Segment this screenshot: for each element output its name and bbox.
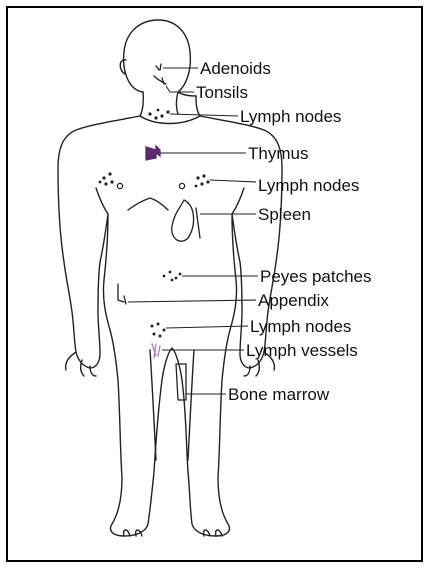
inner-leg-left [150, 350, 156, 460]
jaw-outline [178, 92, 196, 96]
tonsils-mark [154, 76, 166, 84]
right-nipple [179, 183, 184, 188]
leader-lymph-groin [166, 326, 248, 328]
label-tonsils: Tonsils [196, 83, 248, 102]
inner-leg-right [188, 350, 194, 460]
leader-lymph-neck [170, 114, 238, 116]
leader-lymph-axilla [210, 180, 256, 182]
appendix-mark [118, 284, 126, 304]
label-lymph-nodes-axilla: Lymph nodes [258, 176, 359, 195]
armpit-right [232, 188, 244, 214]
label-appendix: Appendix [258, 291, 329, 310]
labels: Adenoids Tonsils Lymph nodes Thymus Lymp… [196, 59, 372, 404]
hand-left [66, 352, 96, 376]
label-lymph-nodes-neck: Lymph nodes [240, 107, 341, 126]
label-adenoids: Adenoids [200, 59, 271, 78]
left-nipple [117, 183, 122, 188]
bone-marrow-mark [176, 364, 186, 400]
neck-lymph-node-dots [148, 109, 169, 120]
neck-outline [140, 92, 143, 116]
spleen-mark [172, 200, 194, 241]
label-spleen: Spleen [258, 205, 311, 224]
label-thymus: Thymus [248, 144, 308, 163]
lymph-vessels-mark [152, 344, 160, 358]
leader-appendix [128, 300, 256, 302]
label-lymph-nodes-groin: Lymph nodes [250, 317, 351, 336]
label-bone-marrow: Bone marrow [228, 385, 330, 404]
collar-line [140, 116, 200, 124]
body-outline [58, 20, 282, 536]
label-lymph-vessels: Lymph vessels [246, 341, 358, 360]
groin-node-dots [151, 323, 166, 338]
peyes-patches-dots [163, 271, 182, 282]
label-peyes-patches: Peyes patches [260, 267, 372, 286]
chest-line [128, 198, 168, 210]
adenoids-mark [156, 64, 161, 70]
armpit-left [96, 188, 108, 214]
leader-lines [128, 68, 258, 394]
right-axilla-node-dots [195, 174, 210, 187]
left-axilla-node-dots [99, 172, 114, 185]
spleen-vessel [196, 208, 200, 238]
thymus-mark [146, 146, 160, 160]
